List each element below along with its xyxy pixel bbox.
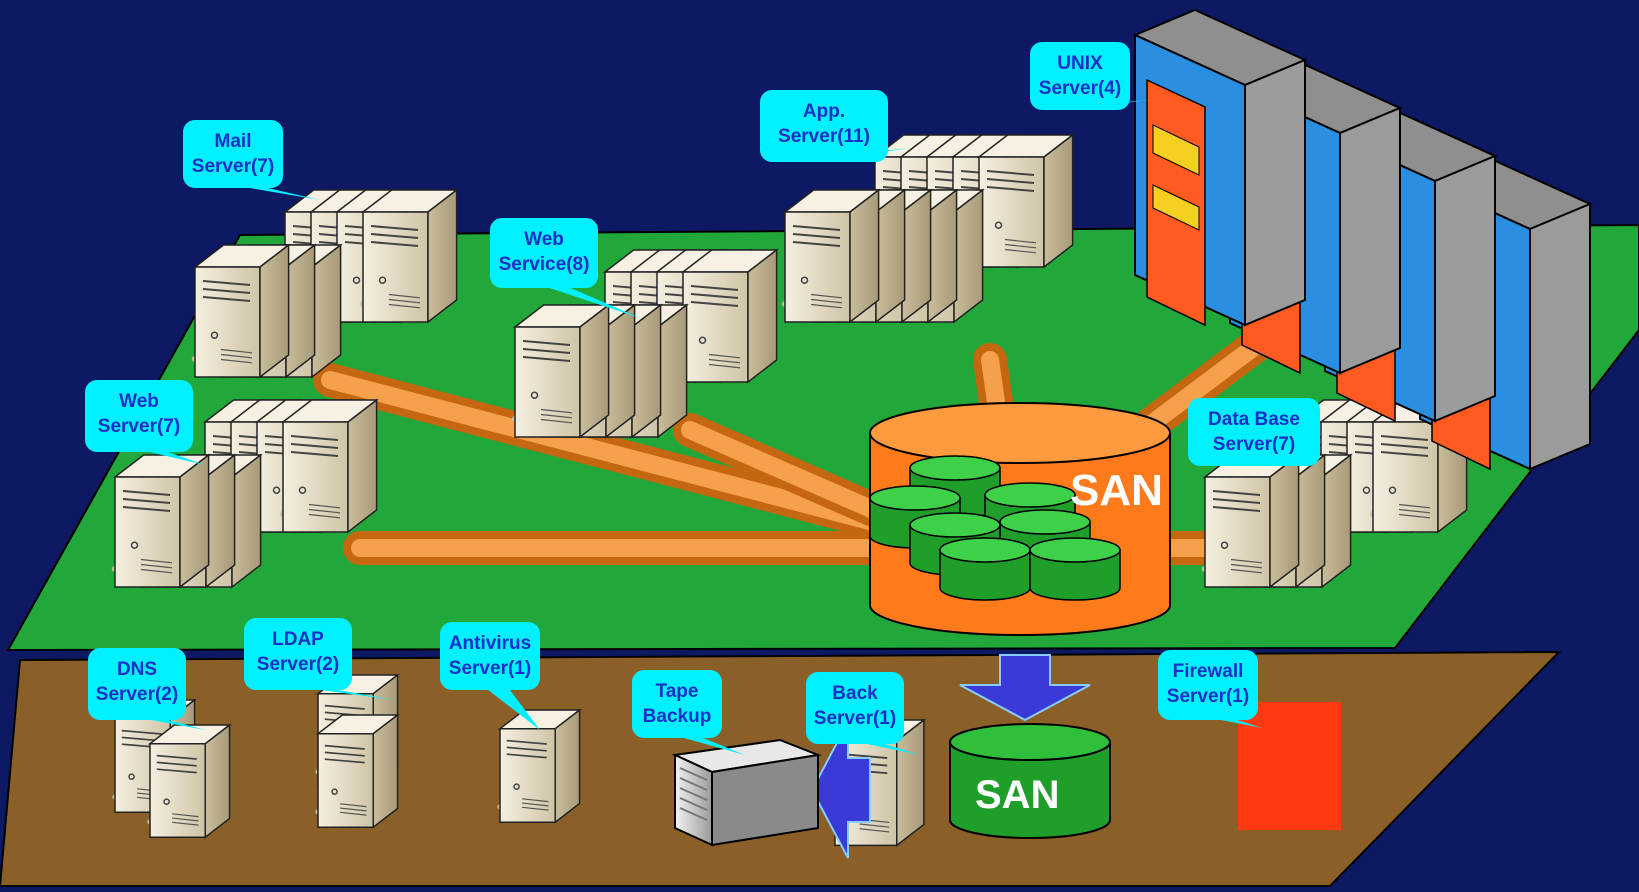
server-tower-icon (511, 303, 611, 439)
callout-label-line: Data Base (1208, 409, 1300, 430)
server-tower-icon (147, 723, 232, 839)
storage-cylinder-icon (1029, 537, 1121, 601)
callout-ldap: LDAP Server(2) (244, 618, 395, 700)
server-tower-icon (279, 398, 379, 534)
server-tower-icon (679, 248, 779, 384)
callout-label-line: Service(8) (499, 254, 590, 275)
server-tower-icon (781, 188, 881, 324)
server-tower-icon (1201, 453, 1301, 589)
callout-label-line: Server(4) (1039, 78, 1121, 99)
san-storage-main: SAN (869, 402, 1171, 636)
callout-label-line: Antivirus (449, 633, 531, 654)
callout-label-line: Server(2) (96, 684, 178, 705)
callout-label-line: Backup (643, 706, 712, 727)
unix-server-racks (1132, 8, 1593, 471)
callout-label-line: LDAP (272, 629, 324, 650)
server-tower-icon (315, 713, 400, 829)
san-storage-backup: SAN (949, 723, 1111, 839)
callout-label-line: Web (119, 391, 159, 412)
callout-label-line: Server(7) (98, 416, 180, 437)
unix-rack-icon (1132, 8, 1308, 327)
callout-label-line: Server(1) (814, 708, 896, 729)
callout-label-line: Server(7) (192, 156, 274, 177)
callout-label-line: App. (803, 101, 845, 122)
server-tower-icon (497, 708, 582, 824)
callout-label-line: Tape (656, 681, 699, 702)
tape-drive-icon (671, 738, 822, 847)
callout-app: App. Server(11) (760, 90, 910, 162)
firewall-highlight (1238, 702, 1341, 830)
arrow-down-icon (959, 654, 1091, 722)
callout-dns: DNS Server(2) (88, 648, 205, 730)
server-groups (111, 133, 1469, 847)
server-tower-icon (111, 453, 211, 589)
san-backup-label: SAN (975, 773, 1059, 817)
disk-cluster (869, 455, 1121, 601)
server-tower-icon (359, 188, 459, 324)
callout-label-line: Mail (215, 131, 252, 152)
callout-label-line: Server(2) (257, 654, 339, 675)
arrow-left-icon (810, 721, 871, 859)
callout-label-line: Server(7) (1213, 434, 1295, 455)
callout-label-line: Back (832, 683, 878, 704)
callout-label-line: DNS (117, 659, 157, 680)
callouts: MailServer(7)WebService(8)App.Server(11)… (85, 42, 1320, 755)
callout-unix: UNIX Server(4) (1030, 42, 1150, 110)
server-tower-icon (191, 243, 291, 379)
server-tower-icon (975, 133, 1075, 269)
callout-label-line: UNIX (1057, 53, 1103, 74)
callout-label-line: Firewall (1173, 661, 1244, 682)
callout-label-line: Server(1) (449, 658, 531, 679)
callout-label-line: Web (524, 229, 564, 250)
callout-label-line: Server(11) (778, 126, 870, 147)
san-main-label: SAN (1070, 466, 1163, 515)
callout-label-line: Server(1) (1167, 686, 1249, 707)
storage-cylinder-icon (939, 537, 1031, 601)
